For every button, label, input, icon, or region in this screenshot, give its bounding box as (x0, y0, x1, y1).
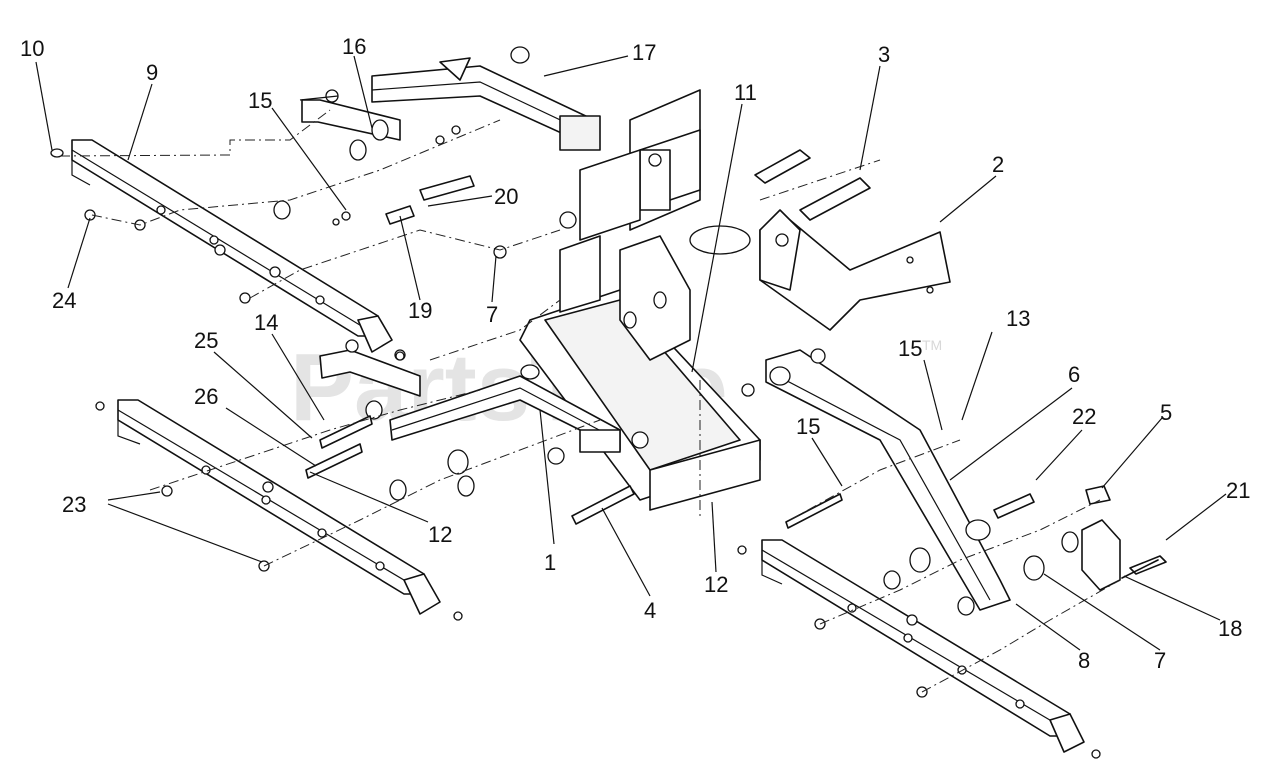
callout-20: 20 (494, 184, 518, 209)
center-frame-rear-bracket (579, 89, 751, 255)
callout-15-lower: 15 (796, 414, 820, 439)
callout-3: 3 (878, 42, 890, 67)
callout-19: 19 (408, 298, 432, 323)
misc-hardware (273, 175, 1159, 616)
callout-21: 21 (1226, 478, 1250, 503)
callout-2: 2 (992, 152, 1004, 177)
right-mounting-plate (759, 209, 951, 331)
watermark-trademark: TM (922, 337, 942, 353)
left-pivot-arm (389, 364, 621, 453)
callout-26: 26 (194, 384, 218, 409)
callout-4: 4 (644, 598, 656, 623)
callout-12-left: 12 (428, 522, 452, 547)
right-small-bracket (1023, 485, 1167, 591)
callout-6: 6 (1068, 362, 1080, 387)
callout-10: 10 (20, 36, 44, 61)
callout-1: 1 (544, 550, 556, 575)
callout-15-right: 15 (898, 336, 922, 361)
callout-5: 5 (1160, 400, 1172, 425)
left-small-bracket (319, 339, 421, 420)
callout-9: 9 (146, 60, 158, 85)
callout-16: 16 (342, 34, 366, 59)
callout-11: 11 (734, 80, 757, 105)
callout-18: 18 (1218, 616, 1242, 641)
right-pivot-arm (741, 348, 1011, 611)
assembly-centerlines (59, 109, 1121, 693)
callout-24: 24 (52, 288, 76, 313)
callout-15-upper: 15 (248, 88, 272, 113)
pivot-pins (754, 149, 871, 221)
lower-right-rail (737, 539, 1101, 759)
callout-7-right: 7 (1154, 648, 1166, 673)
callout-12-center: 12 (704, 572, 728, 597)
callout-labels: 10 9 16 17 15 11 3 2 20 24 19 7 25 14 26… (20, 34, 1250, 673)
top-link-bracket (299, 89, 461, 161)
callout-23: 23 (62, 492, 86, 517)
callout-8: 8 (1078, 648, 1090, 673)
lower-left-rail (95, 399, 463, 621)
top-lift-arm (371, 46, 601, 151)
callout-17: 17 (632, 40, 656, 65)
callout-leaders (35, 55, 1227, 651)
callout-22: 22 (1072, 404, 1096, 429)
callout-25: 25 (194, 328, 218, 353)
callout-7-left: 7 (486, 302, 498, 327)
callout-14: 14 (254, 310, 278, 335)
upper-left-rail (50, 139, 406, 361)
callout-13: 13 (1006, 306, 1030, 331)
